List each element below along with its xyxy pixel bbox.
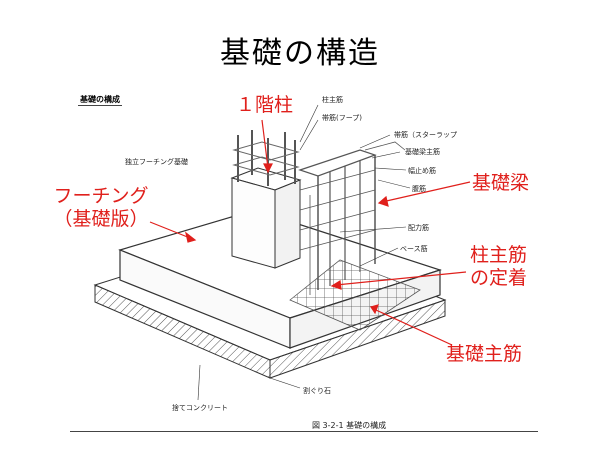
caption-rule bbox=[70, 431, 538, 432]
label-stirrup: 帯筋（スターラップ bbox=[394, 131, 457, 139]
label-hoop: 帯筋(フープ) bbox=[322, 114, 363, 122]
annotation-footing-line2: （基礎版） bbox=[53, 207, 149, 230]
label-beam-main-rebar: 基礎梁主筋 bbox=[405, 148, 440, 156]
column bbox=[230, 130, 302, 269]
label-web-rebar: 腹筋 bbox=[412, 185, 426, 193]
annotation-footing-line1: フーチング bbox=[53, 185, 149, 207]
figure-caption: 図 3-2-1 基礎の構成 bbox=[312, 421, 387, 430]
label-distribution-rebar: 配力筋 bbox=[408, 224, 429, 232]
page-title: 基礎の構造 bbox=[220, 36, 380, 71]
annotation-foundation-beam: 基礎梁 bbox=[472, 172, 530, 194]
annotation-footing: フーチング （基礎版） bbox=[42, 185, 160, 231]
beam-rebar-cage bbox=[298, 141, 406, 295]
annotation-first-floor-column: １階柱 bbox=[236, 94, 294, 116]
label-leveling-concrete: 捨てコンクリート bbox=[172, 404, 228, 412]
label-spacer-rebar: 幅止め筋 bbox=[408, 167, 436, 175]
annotation-arrows bbox=[149, 119, 471, 346]
label-base-rebar: ベース筋 bbox=[400, 245, 428, 253]
leader-lines bbox=[197, 104, 411, 401]
annotation-anchorage-line2: の定着 bbox=[470, 266, 528, 289]
label-isolated-footing: 独立フーチング基礎 bbox=[125, 158, 188, 166]
base-rebar-mesh bbox=[289, 259, 421, 331]
label-column-main-rebar: 柱主筋 bbox=[322, 96, 343, 104]
annotation-anchorage-line1: 柱主筋 bbox=[470, 244, 528, 266]
annotation-column-rebar-anchorage: 柱主筋 の定着 bbox=[470, 244, 527, 290]
label-crushed-stone: 割ぐり石 bbox=[303, 387, 331, 395]
diagram-box-caption: 基礎の構成 bbox=[78, 95, 122, 106]
annotation-foundation-main-rebar: 基礎主筋 bbox=[446, 343, 523, 365]
